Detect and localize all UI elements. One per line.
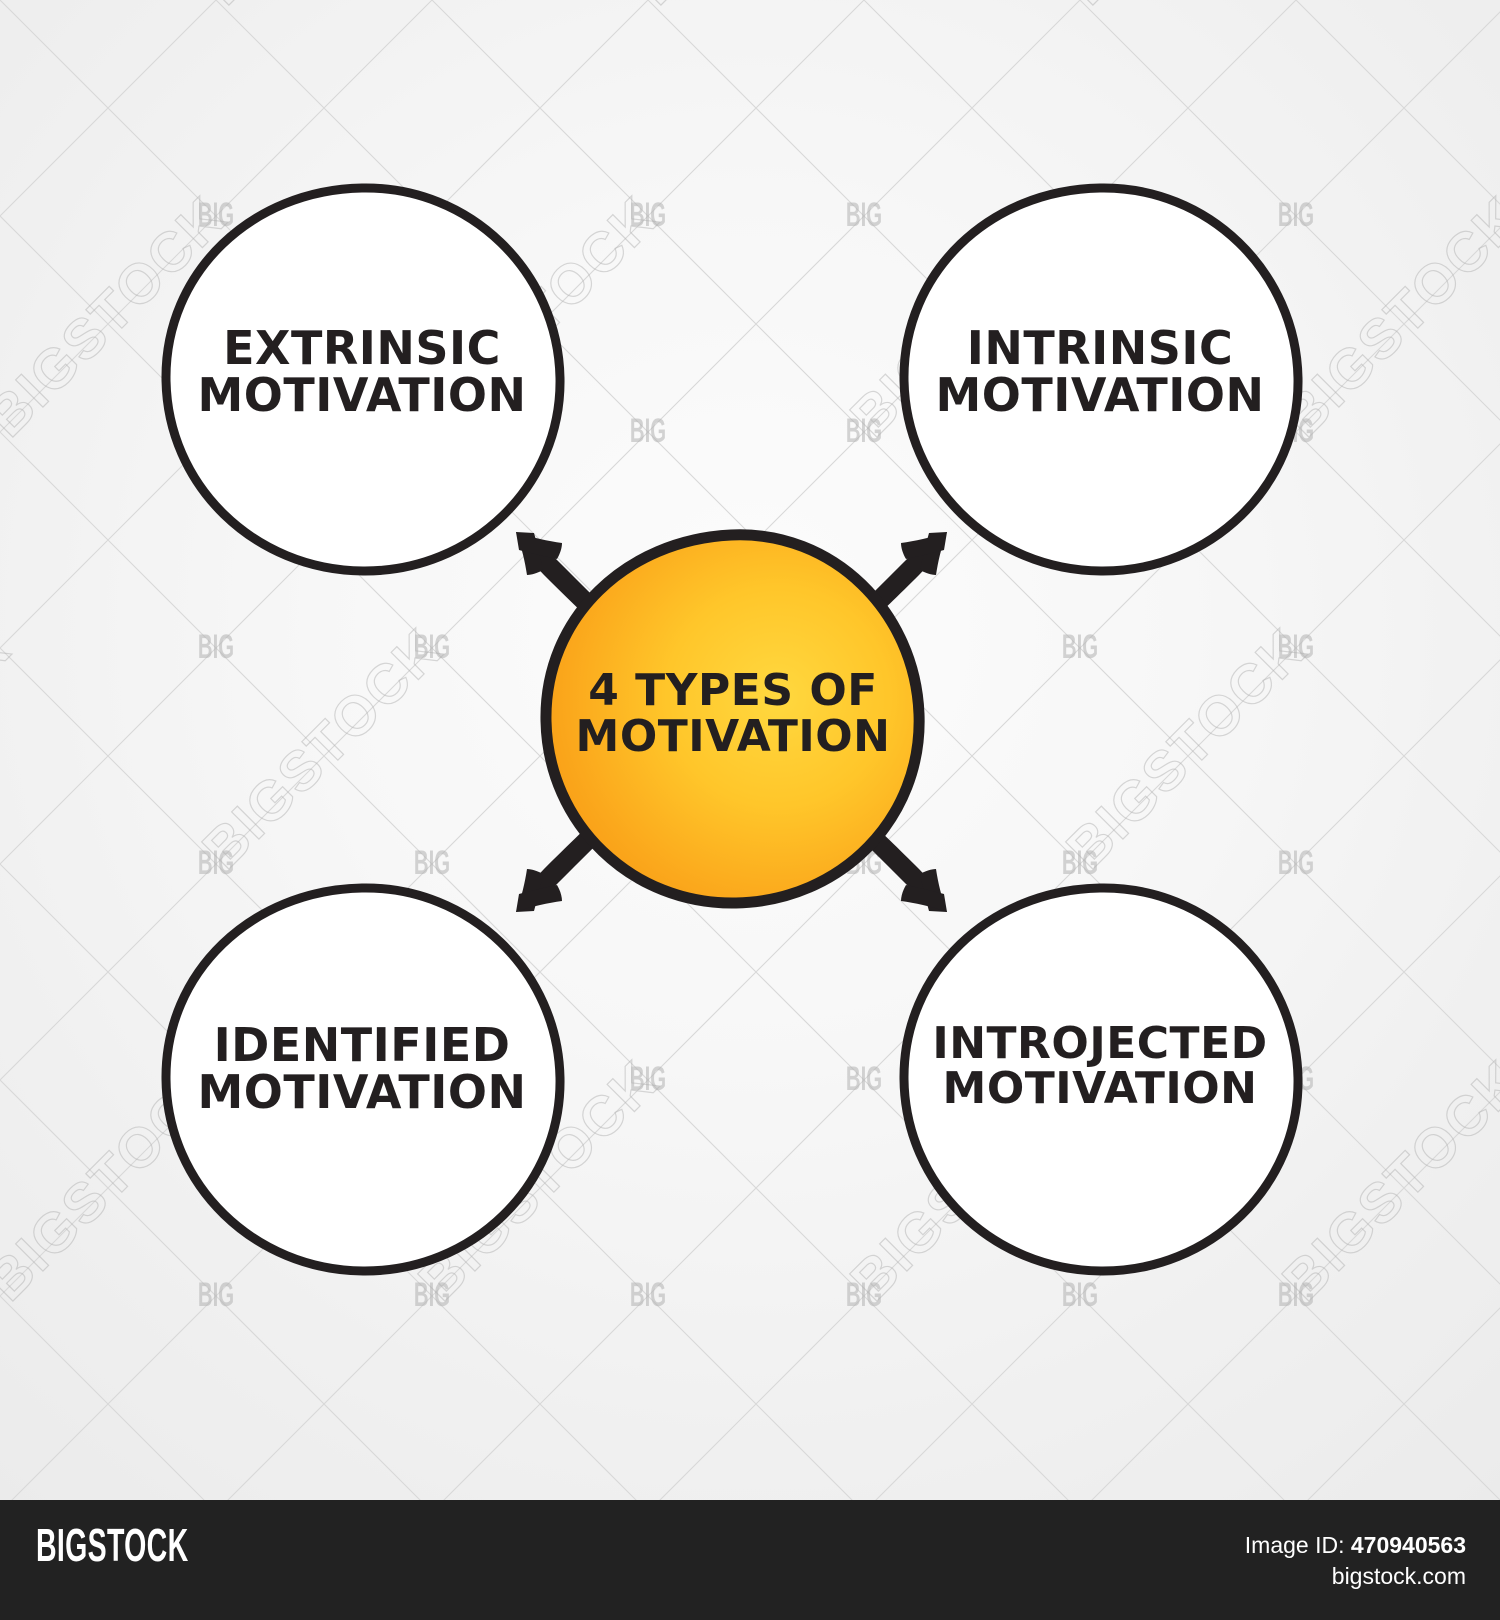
bigstock-footer-bar: BIGSTOCK Image ID: 470940563 bigstock.co… [0,1500,1500,1620]
circle-extrinsic[interactable] [161,183,565,576]
image-id-value: 470940563 [1350,1532,1466,1558]
mindmap-graphics [161,183,1303,1276]
image-id-label: Image ID: [1244,1532,1345,1558]
circle-intrinsic[interactable] [899,183,1303,576]
outer-node-circles [161,183,1303,1276]
circle-center[interactable] [540,529,925,909]
bigstock-logo[interactable]: BIGSTOCK [36,1519,189,1571]
bigstock-site-link[interactable]: bigstock.com [1331,1563,1466,1590]
circle-identified[interactable] [161,883,565,1276]
image-credit: Image ID: 470940563 bigstock.com [1245,1522,1466,1592]
circle-introjected[interactable] [899,883,1303,1276]
image-id-row: Image ID: 470940563 [1245,1530,1466,1561]
